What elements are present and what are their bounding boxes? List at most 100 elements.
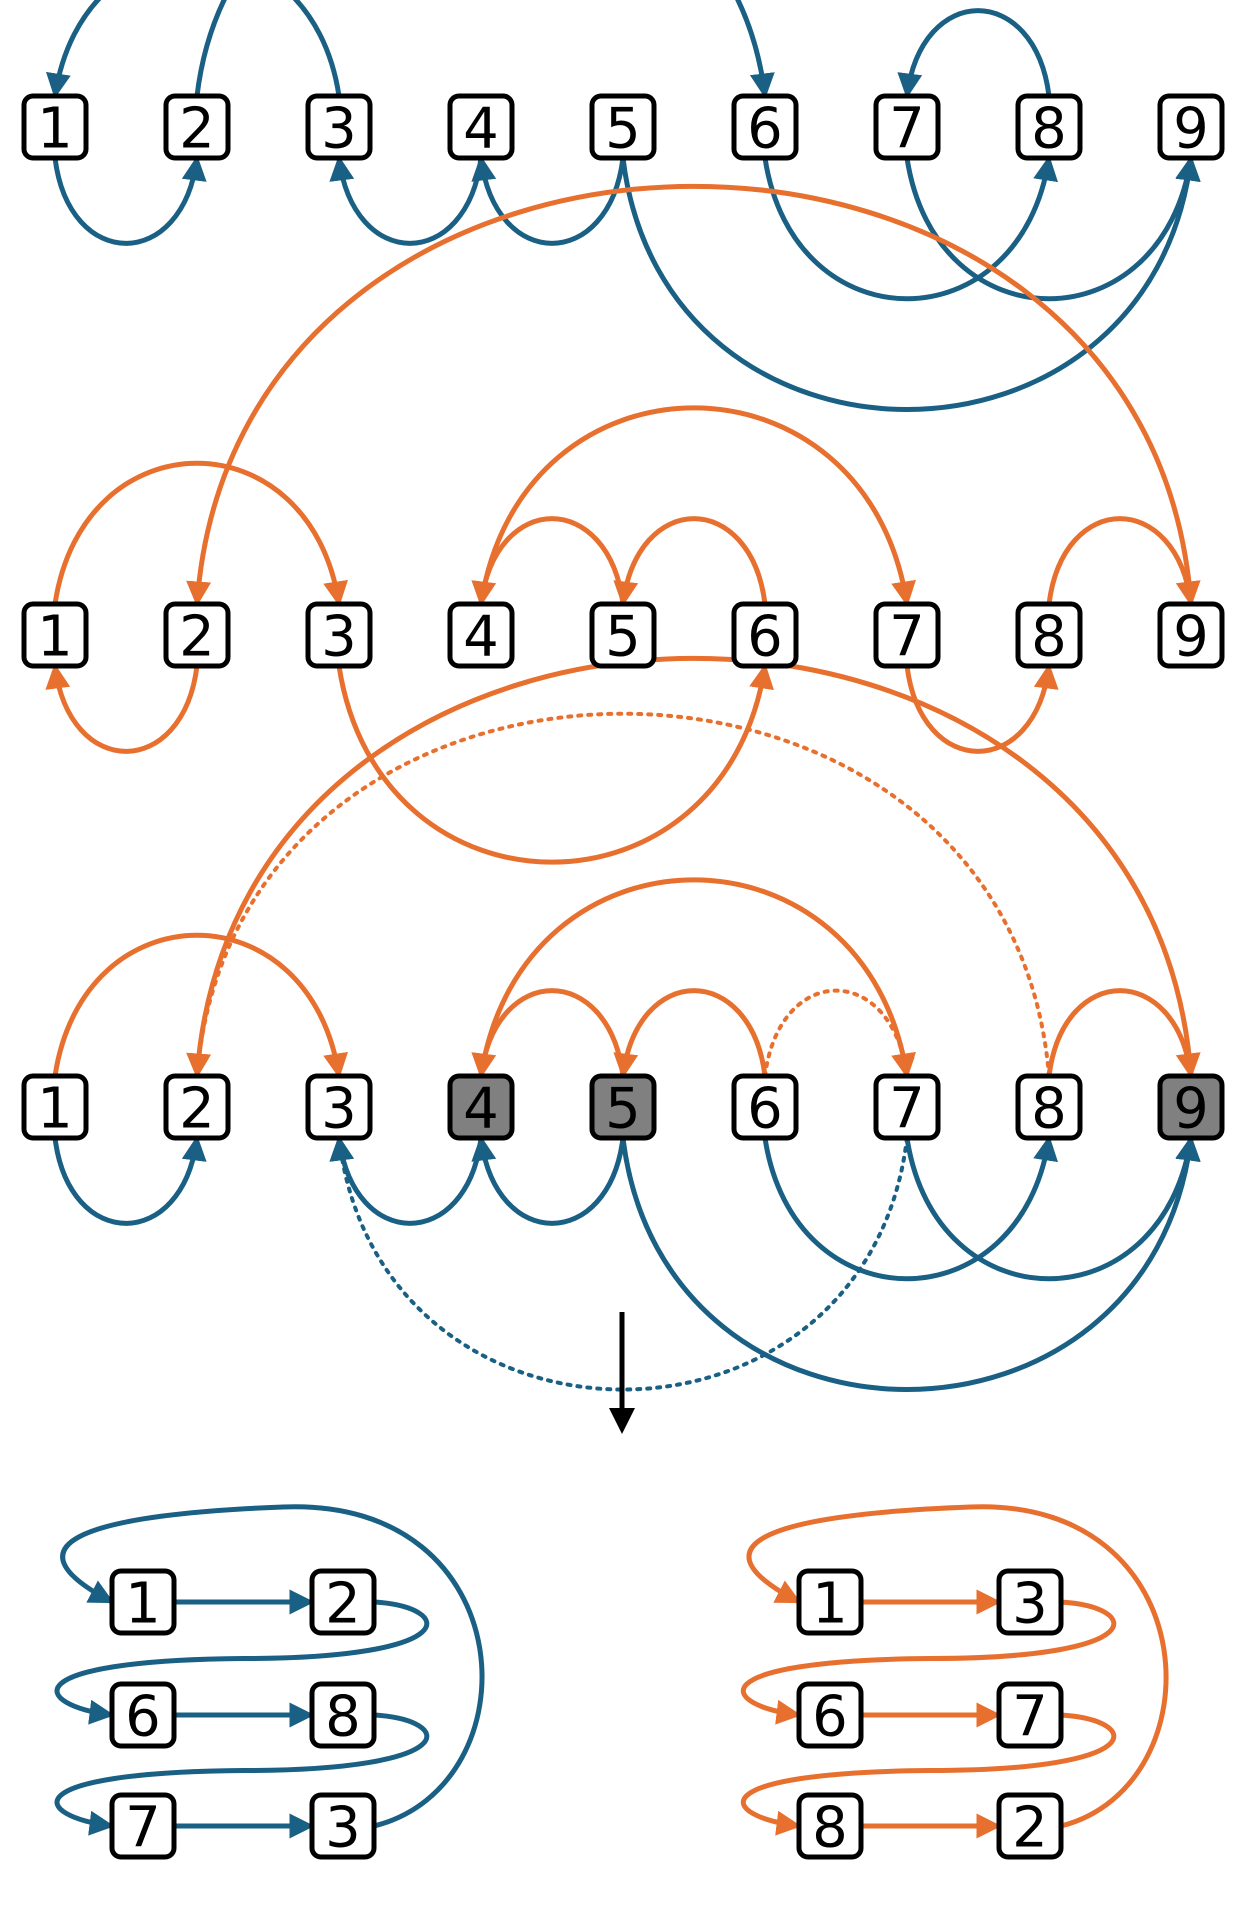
node-label: 8: [325, 1685, 361, 1750]
node-merged-graph-2: 2: [163, 1073, 231, 1142]
node-box: [21, 1073, 89, 1141]
edge-blue-path-2-to-6: [54, 1599, 430, 1725]
node-box: [447, 601, 515, 669]
edge-orange-graph-9-to-2: [186, 183, 1194, 607]
edge-orange-graph-3-to-6: [336, 663, 774, 865]
edge-merged-graph-5-to-4: [471, 1135, 626, 1226]
edge-blue-graph-2-to-6: [194, 0, 775, 99]
node-box: [731, 601, 799, 669]
node-orange-graph-4: 4: [447, 601, 515, 670]
node-label: 7: [889, 605, 925, 670]
edge-merged-graph-8-to-2: [188, 711, 1051, 1078]
node-blue-path-7: 7: [109, 1792, 177, 1861]
node-label: 7: [889, 97, 925, 162]
node-box: [796, 1792, 864, 1860]
node-box: [447, 93, 515, 161]
node-merged-graph-8: 8: [1015, 1073, 1083, 1142]
node-label: 6: [812, 1685, 848, 1750]
node-box: [796, 1568, 864, 1636]
edge-merged-graph-6-to-8: [762, 1135, 1058, 1282]
node-label: 7: [889, 1077, 925, 1142]
node-label: 4: [463, 97, 499, 162]
edge-merged-graph-1-to-3: [52, 932, 348, 1079]
node-label: 2: [179, 605, 215, 670]
node-box: [309, 1568, 377, 1636]
edge-orange-path-7-to-8: [740, 1712, 1117, 1836]
node-blue-path-1: 1: [109, 1568, 177, 1637]
node-label: 5: [605, 1077, 641, 1142]
node-blue-graph-8: 8: [1015, 93, 1083, 162]
edge-orange-graph-2-to-1: [45, 663, 200, 754]
node-label: 6: [747, 97, 783, 162]
edge-orange-graph-1-to-3: [52, 460, 348, 607]
node-label: 2: [1012, 1796, 1048, 1861]
node-merged-graph-3: 3: [305, 1073, 373, 1142]
node-box: [731, 1073, 799, 1141]
edge-orange-path-2-to-1: [746, 1504, 1169, 1829]
edge-blue-graph-4-to-3: [329, 155, 484, 246]
edge-blue-graph-6-to-8: [762, 155, 1058, 302]
node-box: [796, 1681, 864, 1749]
edge-blue-graph-5-to-4: [471, 155, 626, 246]
node-box: [1157, 93, 1225, 161]
node-label: 6: [125, 1685, 161, 1750]
node-label: 4: [463, 605, 499, 670]
edge-merged-graph-9-to-2: [186, 655, 1194, 1079]
node-orange-path-6: 6: [796, 1681, 864, 1750]
node-orange-path-2: 2: [996, 1792, 1064, 1861]
node-box: [873, 601, 941, 669]
node-box: [309, 1792, 377, 1860]
node-label: 2: [179, 97, 215, 162]
node-box: [873, 1073, 941, 1141]
node-box: [589, 601, 657, 669]
node-orange-graph-7: 7: [873, 601, 941, 670]
node-blue-graph-9: 9: [1157, 93, 1225, 162]
edge-blue-graph-5-to-9: [620, 155, 1201, 412]
node-merged-graph-1: 1: [21, 1073, 89, 1142]
node-blue-graph-6: 6: [731, 93, 799, 162]
node-blue-path-2: 2: [309, 1568, 377, 1637]
node-box: [109, 1681, 177, 1749]
edge-orange-path-3-to-6: [740, 1599, 1117, 1725]
edge-merged-graph-7-to-3: [331, 1136, 909, 1392]
node-label: 3: [321, 1077, 357, 1142]
node-merged-graph-6: 6: [731, 1073, 799, 1142]
node-box: [109, 1792, 177, 1860]
node-blue-graph-4: 4: [447, 93, 515, 162]
node-box: [873, 93, 941, 161]
node-label: 8: [1031, 1077, 1067, 1142]
node-label: 1: [812, 1572, 848, 1637]
node-box: [163, 601, 231, 669]
edge-merged-graph-8-to-9: [1046, 988, 1201, 1079]
node-label: 4: [463, 1077, 499, 1142]
node-label: 8: [1031, 97, 1067, 162]
edges-layer: [45, 0, 1201, 1839]
node-orange-path-7: 7: [996, 1681, 1064, 1750]
node-label: 6: [747, 605, 783, 670]
node-orange-path-1: 1: [796, 1568, 864, 1637]
node-blue-graph-3: 3: [305, 93, 373, 162]
node-label: 1: [37, 1077, 73, 1142]
node-label: 1: [37, 605, 73, 670]
node-box: [589, 93, 657, 161]
node-box: [1157, 601, 1225, 669]
node-box: [163, 93, 231, 161]
edge-blue-path-8-to-7: [54, 1712, 430, 1836]
node-blue-graph-7: 7: [873, 93, 941, 162]
node-box: [1157, 1073, 1225, 1141]
down-arrow: [609, 1312, 635, 1434]
node-label: 8: [812, 1796, 848, 1861]
node-orange-graph-2: 2: [163, 601, 231, 670]
node-box: [996, 1568, 1064, 1636]
node-box: [305, 93, 373, 161]
edge-merged-graph-6-to-7: [763, 988, 915, 1078]
edge-orange-graph-4-to-7: [478, 405, 916, 607]
node-label: 6: [747, 1077, 783, 1142]
node-box: [163, 1073, 231, 1141]
node-merged-graph-7: 7: [873, 1073, 941, 1142]
edge-blue-path-3-to-1: [60, 1504, 485, 1829]
node-orange-path-3: 3: [996, 1568, 1064, 1637]
node-box: [1015, 93, 1083, 161]
